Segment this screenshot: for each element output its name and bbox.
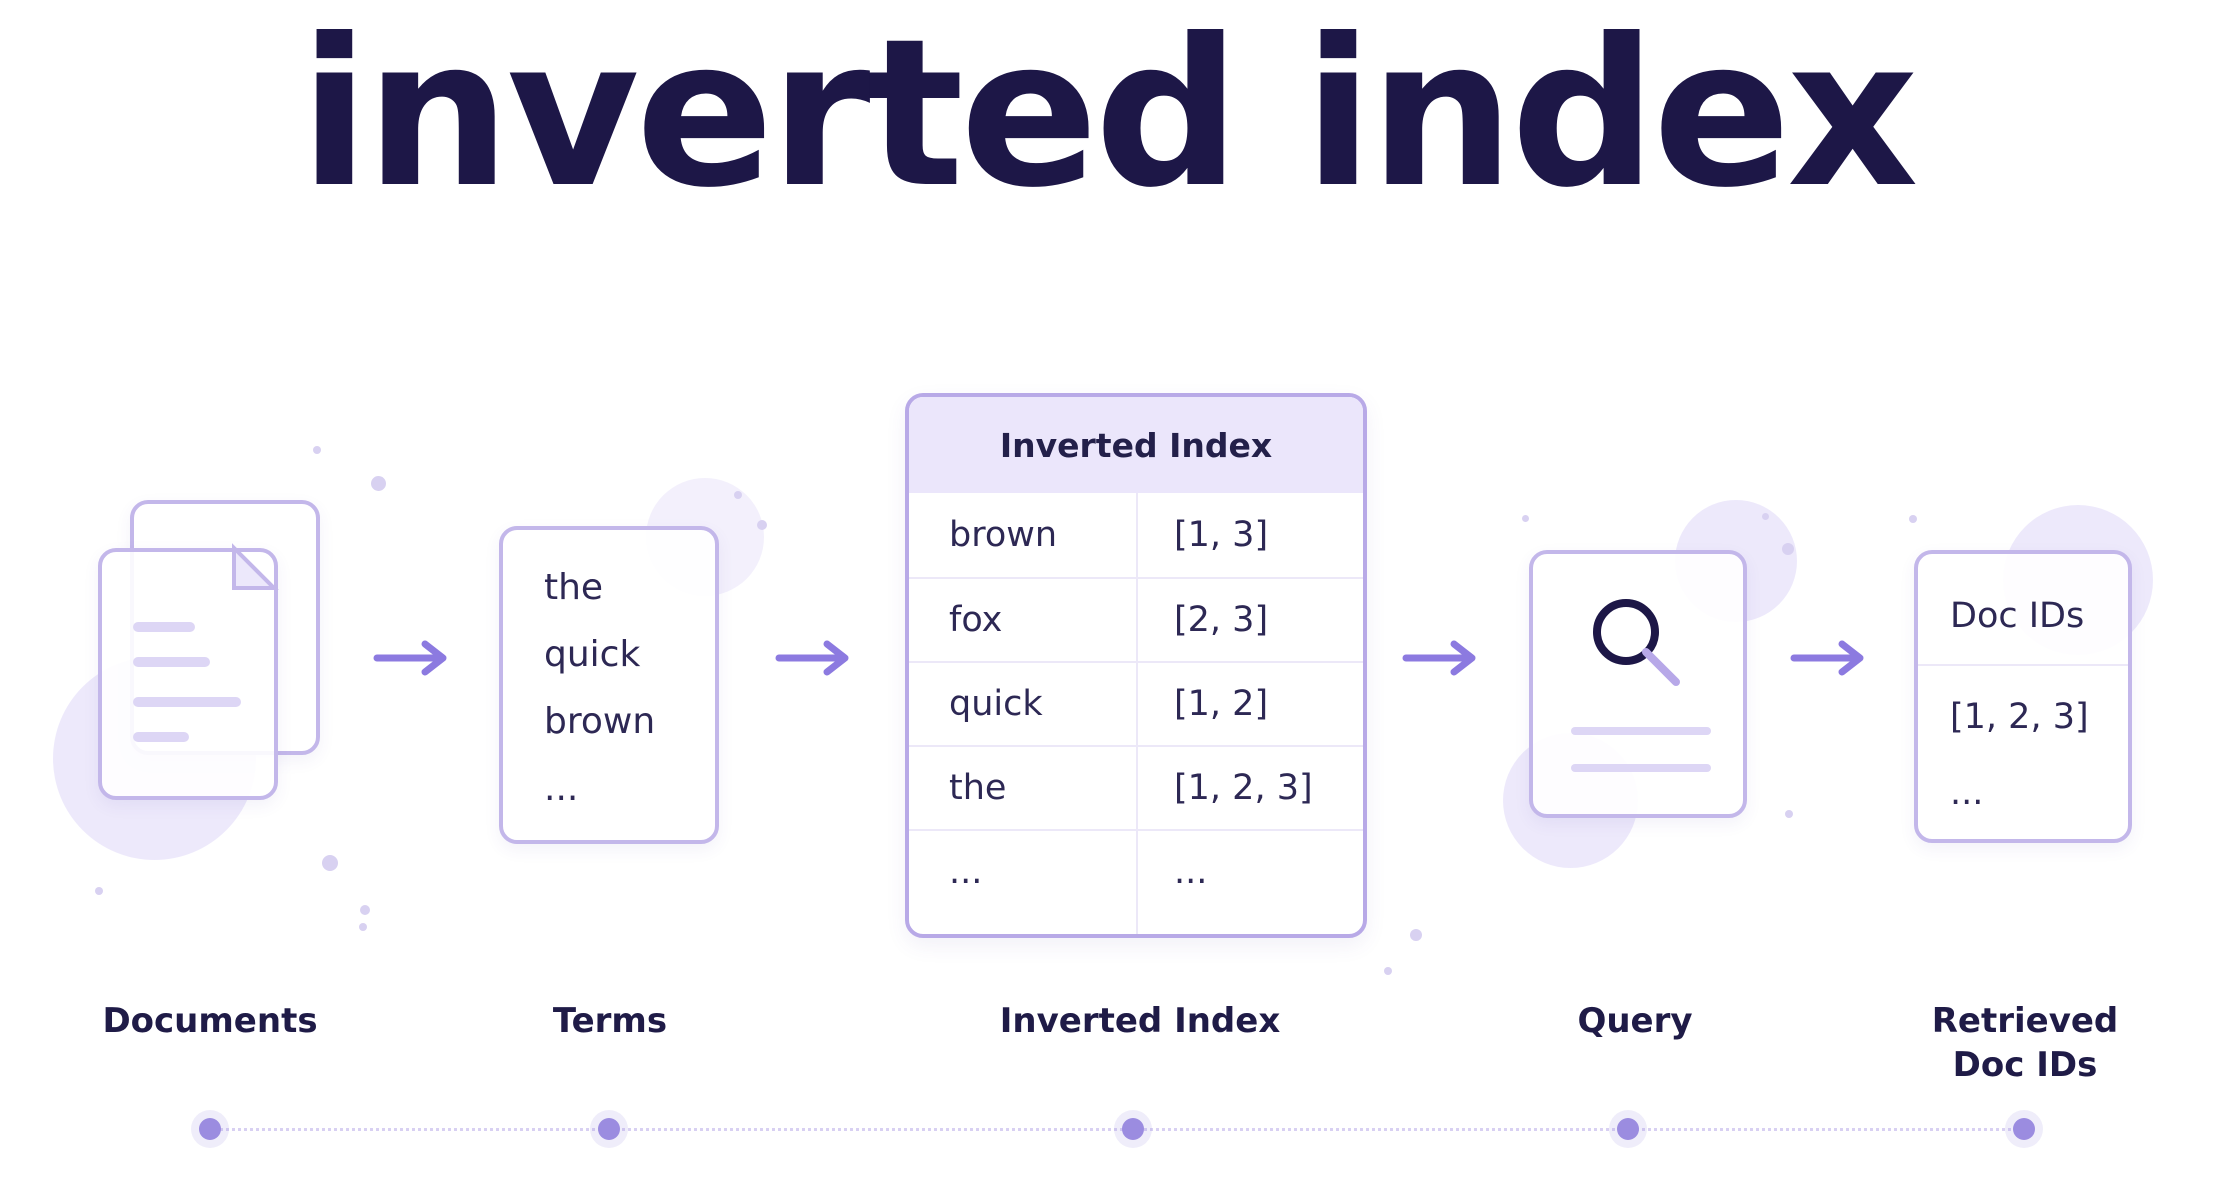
doc-ids-divider: [1918, 664, 2128, 666]
retrieved-doc-ids-label: Retrieved Doc IDs: [1895, 999, 2155, 1087]
magnifier-icon: [1593, 599, 1680, 686]
timeline-dot: [199, 1118, 221, 1140]
document-text-line: [133, 657, 210, 667]
diagram-title: inverted index: [299, 0, 1918, 233]
index-term: the: [949, 768, 1007, 808]
decorative-dot: [1522, 515, 1529, 522]
term-item: brown: [544, 701, 656, 742]
table-row: brown [1, 3]: [909, 493, 1363, 577]
process-timeline: [209, 1128, 2023, 1131]
index-term: brown: [949, 515, 1058, 555]
folded-corner-icon: [232, 543, 279, 590]
decorative-dot: [1410, 929, 1422, 941]
index-postings: [1, 2, 3]: [1174, 768, 1313, 808]
index-postings: [2, 3]: [1174, 600, 1269, 640]
decorative-dot: [313, 446, 321, 454]
decorative-dot: [360, 905, 370, 915]
terms-card: [499, 526, 719, 844]
query-card: [1529, 550, 1747, 818]
term-item: quick: [544, 634, 641, 675]
arrow-right-icon: [1402, 640, 1476, 676]
documents-label: Documents: [102, 1001, 318, 1041]
query-label: Query: [1577, 1001, 1693, 1041]
timeline-dot: [598, 1118, 620, 1140]
inverted-index-label: Inverted Index: [999, 1001, 1281, 1041]
decorative-dot: [359, 923, 367, 931]
index-term: ...: [949, 852, 983, 892]
index-postings: [1, 2]: [1174, 684, 1269, 724]
retrieved-label-line: Doc IDs: [1952, 1045, 2098, 1085]
term-item: the: [544, 567, 604, 608]
term-item: ...: [544, 768, 579, 809]
document-text-line: [133, 622, 195, 632]
timeline-dot: [2013, 1118, 2035, 1140]
index-term: quick: [949, 684, 1043, 724]
decorative-dot: [757, 520, 767, 530]
document-text-line: [133, 697, 241, 707]
document-text-line: [133, 732, 189, 742]
retrieved-label-line: Retrieved: [1931, 1001, 2119, 1041]
timeline-dot: [1617, 1118, 1639, 1140]
doc-ids-header: Doc IDs: [1950, 596, 2085, 636]
decorative-dot: [1909, 515, 1917, 523]
inverted-index-header: Inverted Index: [909, 397, 1363, 493]
inverted-index-table: Inverted Index brown [1, 3] fox [2, 3] q…: [905, 393, 1367, 938]
front-document-icon: [98, 543, 279, 800]
decorative-dot: [1384, 967, 1392, 975]
column-divider: [1136, 493, 1138, 934]
doc-ids-more: ...: [1950, 773, 1984, 813]
decorative-dot: [371, 476, 386, 491]
timeline-dot: [1122, 1118, 1144, 1140]
doc-ids-value: [1, 2, 3]: [1950, 697, 2089, 737]
arrow-right-icon: [1790, 640, 1864, 676]
decorative-dot: [95, 887, 103, 895]
decorative-dot: [1782, 543, 1794, 555]
arrow-right-icon: [373, 640, 447, 676]
decorative-dot: [322, 855, 338, 871]
terms-label: Terms: [552, 1001, 668, 1041]
decorative-dot: [734, 491, 742, 499]
index-postings: [1, 3]: [1174, 515, 1269, 555]
query-result-line: [1571, 727, 1711, 735]
retrieved-doc-ids-card: [1914, 550, 2132, 843]
arrow-right-icon: [775, 640, 849, 676]
decorative-dot: [1785, 810, 1793, 818]
decorative-dot: [1762, 513, 1769, 520]
index-term: fox: [949, 600, 1003, 640]
index-postings: ...: [1174, 852, 1208, 892]
query-result-line: [1571, 764, 1711, 772]
